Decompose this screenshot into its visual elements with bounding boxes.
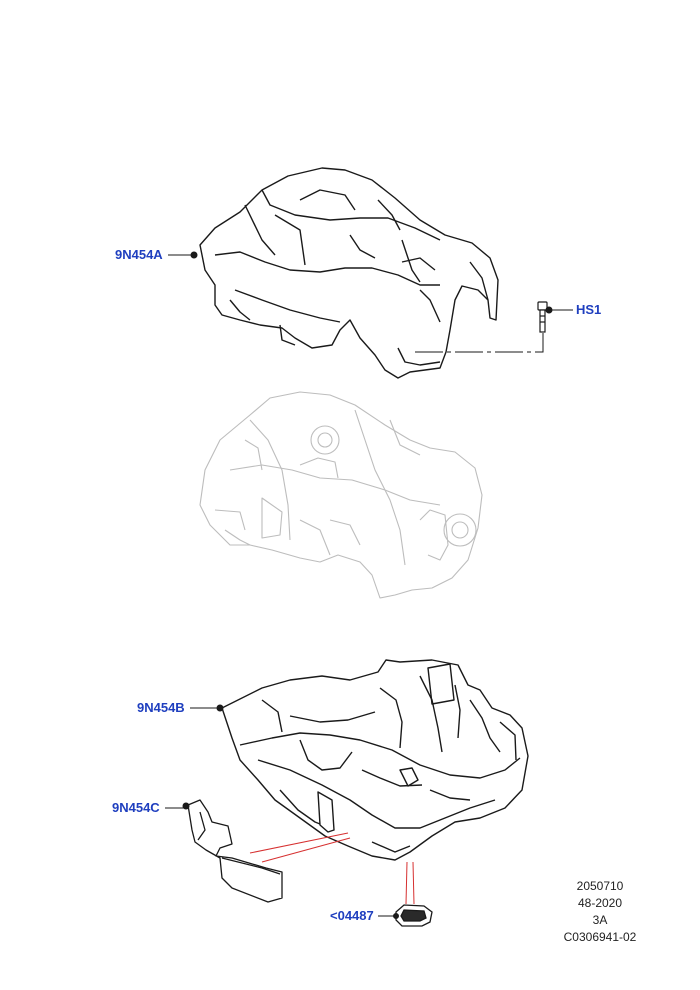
upper-engine-cover (199, 167, 499, 379)
reference-line-4: C0306941-02 (563, 930, 637, 944)
transmission-ghost (199, 391, 483, 599)
callout-04487[interactable]: <04487 (330, 908, 374, 923)
callout-9n454c[interactable]: 9N454C (112, 800, 160, 815)
callout-9n454a[interactable]: 9N454A (115, 247, 163, 262)
reference-block: 2050710 48-2020 3A C0306941-02 (560, 878, 640, 946)
reference-line-2: 48-2020 (577, 896, 623, 910)
callout-hs1[interactable]: HS1 (576, 302, 602, 317)
reference-line-3: 3A (592, 913, 608, 927)
grommet (395, 904, 433, 927)
callout-leaders (165, 251, 573, 919)
bolt-phantom-line (415, 333, 544, 353)
side-shield (187, 799, 283, 903)
red-leader-lines (249, 832, 415, 905)
reference-line-1: 2050710 (576, 879, 624, 893)
bolt-hs1 (537, 301, 548, 333)
callout-9n454b[interactable]: 9N454B (137, 700, 185, 715)
lower-tray (221, 659, 529, 861)
